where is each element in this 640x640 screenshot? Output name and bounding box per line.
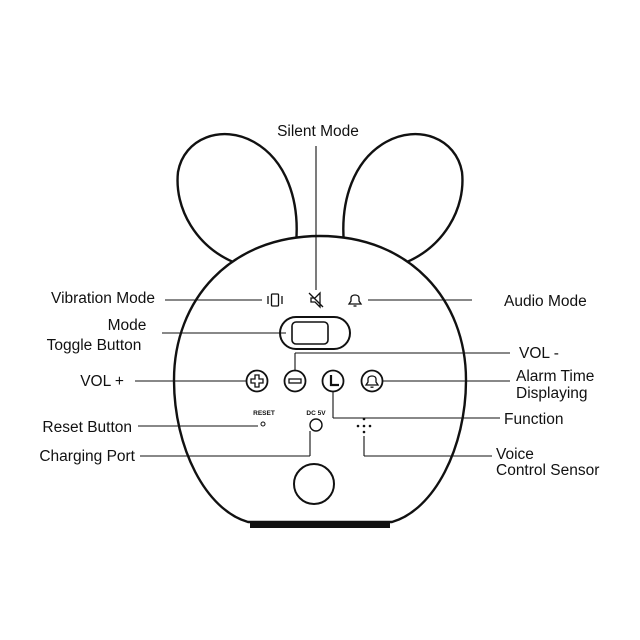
label-alarm-time-1: Alarm Time xyxy=(516,368,594,385)
alarm-bell-icon xyxy=(364,375,380,388)
function-button[interactable] xyxy=(321,369,345,393)
label-silent-mode: Silent Mode xyxy=(277,123,359,140)
label-audio-mode: Audio Mode xyxy=(504,293,587,310)
leader-lines xyxy=(135,146,510,457)
vol-plus-button[interactable] xyxy=(245,369,269,393)
label-charging-port: Charging Port xyxy=(39,448,135,465)
alarm-time-button[interactable] xyxy=(360,369,384,393)
label-alarm-time-2: Displaying xyxy=(516,385,588,402)
label-mode-toggle-1: Mode xyxy=(108,317,147,334)
speaker-base xyxy=(250,522,390,528)
label-mode-toggle-2: Toggle Button xyxy=(47,337,142,354)
speaker-grille xyxy=(293,463,335,505)
minus-icon xyxy=(288,378,302,384)
reset-print: RESET xyxy=(253,410,275,417)
reset-hole[interactable] xyxy=(260,421,266,427)
label-function: Function xyxy=(504,411,563,428)
speaker-muted-icon xyxy=(308,291,324,309)
dc-print: DC 5V xyxy=(306,410,326,417)
vibration-icon xyxy=(267,293,283,307)
plus-icon xyxy=(250,374,264,388)
label-vol-plus: VOL + xyxy=(80,373,124,390)
charging-port[interactable] xyxy=(309,418,323,432)
label-voice-sensor-1: Voice xyxy=(496,446,534,463)
bell-icon xyxy=(347,294,363,307)
label-vibration-mode: Vibration Mode xyxy=(51,290,155,307)
label-voice-sensor-2: Control Sensor xyxy=(496,462,599,479)
clock-icon xyxy=(329,375,339,387)
label-reset-button: Reset Button xyxy=(42,419,132,436)
vol-minus-button[interactable] xyxy=(283,369,307,393)
label-vol-minus: VOL - xyxy=(519,345,559,362)
mode-toggle-button[interactable] xyxy=(279,316,351,350)
